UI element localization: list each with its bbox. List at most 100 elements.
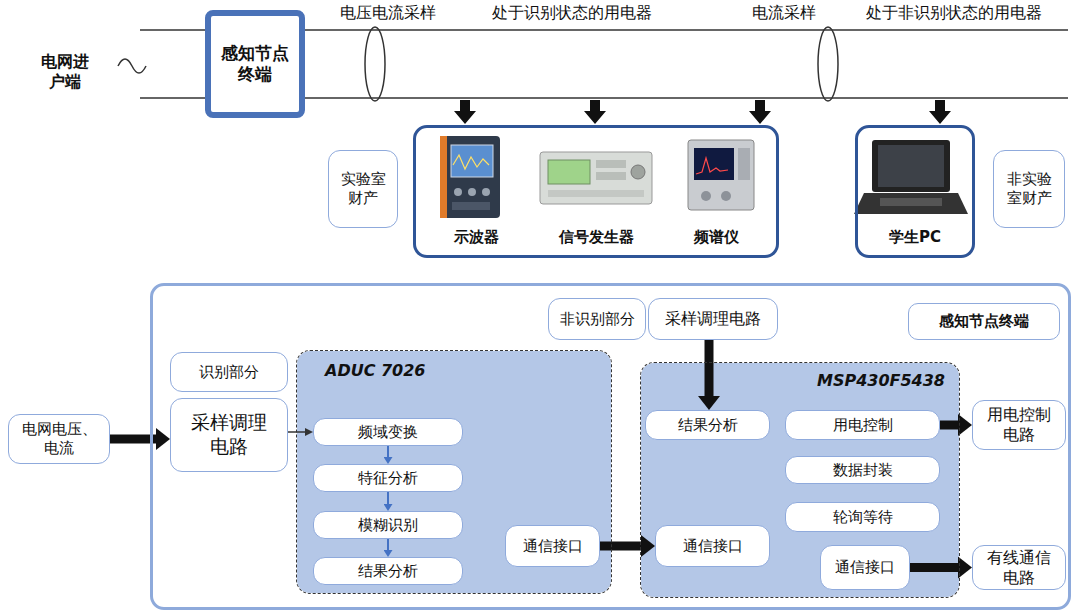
device-body xyxy=(440,136,500,218)
knob xyxy=(468,188,476,196)
process-box: 结果分析 xyxy=(313,557,463,585)
sensor-ring xyxy=(365,27,385,101)
block-heading: ADUC 7026 xyxy=(325,361,611,381)
knob xyxy=(482,188,490,196)
device-screen xyxy=(451,145,493,177)
pc-group: 学生PC xyxy=(855,125,975,258)
drop-arrow xyxy=(929,100,951,124)
label-holder: 电压电流采样 xyxy=(340,3,436,23)
laptop-screen xyxy=(878,145,944,187)
block-heading: 感知节点终端 xyxy=(908,303,1060,340)
spectrum-analyzer-icon xyxy=(688,140,754,210)
circuit-box: 用电控制电路 xyxy=(972,400,1066,450)
keypad xyxy=(548,190,644,197)
node-text: 用电控制电路 xyxy=(985,405,1054,445)
ownership-tag: 非实验室财产 xyxy=(993,150,1065,228)
node-text: 识别部分 xyxy=(199,363,259,382)
node-text: 结果分析 xyxy=(358,562,418,581)
device-body xyxy=(540,152,652,204)
circuit-box: 有线通信电路 xyxy=(972,545,1066,590)
drop-arrow xyxy=(584,100,606,124)
knob xyxy=(721,191,731,201)
node-text: 特征分析 xyxy=(358,469,418,488)
annotation-label: 处于识别状态的用电器 xyxy=(492,3,652,23)
label-holder: 处于识别状态的用电器 xyxy=(492,3,652,23)
interface-box: 通信接口 xyxy=(820,545,910,590)
node-text: 感知节点终端 xyxy=(218,43,291,86)
node-text: 通信接口 xyxy=(835,558,895,577)
step-arrow xyxy=(387,539,389,550)
process-box: 模糊识别 xyxy=(313,511,463,539)
knob xyxy=(454,188,462,196)
trace xyxy=(453,155,489,169)
block-fill xyxy=(297,351,611,593)
node-text: 学生PC xyxy=(889,228,941,247)
process-box: 结果分析 xyxy=(645,410,770,440)
flow-arrow xyxy=(910,563,958,572)
interface-box: 通信接口 xyxy=(655,525,770,567)
node-text: 模糊识别 xyxy=(358,516,418,535)
node-text: 通信接口 xyxy=(683,537,743,556)
laptop-lid xyxy=(872,140,950,192)
node-text: 数据封装 xyxy=(833,461,893,480)
node-text: 电网电压、电流 xyxy=(19,420,99,458)
label-holder: 电流采样 xyxy=(752,3,816,23)
node-text: 通信接口 xyxy=(523,537,583,556)
knob xyxy=(631,165,645,179)
node-text: 采样调理电路 xyxy=(188,411,270,459)
node-text: 频域变换 xyxy=(358,423,418,442)
mcu-block: 频域变换特征分析模糊识别结果分析 通信接口 ADUC 7026 xyxy=(296,350,612,594)
trace xyxy=(696,158,728,174)
equipment-group: 示波器信号发生器频谱仪 xyxy=(413,125,779,258)
interface-box: 通信接口 xyxy=(505,525,600,567)
laptop-base xyxy=(854,193,968,214)
annotation-label: 电网进户端 xyxy=(38,52,92,92)
step-arrow xyxy=(387,492,389,504)
node-text: 示波器 xyxy=(416,228,536,247)
sensor-ring xyxy=(818,27,838,101)
circuit-box: 采样调理电路 xyxy=(648,298,778,340)
annotation-label: 电流采样 xyxy=(752,3,816,23)
node-text: 轮询等待 xyxy=(833,508,893,527)
block-heading: MSP430F5438 xyxy=(641,371,945,391)
mcu-block: 结果分析用电控制数据封装轮询等待通信接口通信接口MSP430F5438 xyxy=(640,362,960,598)
node-text: 频谱仪 xyxy=(656,228,776,247)
drop-arrow xyxy=(454,100,476,124)
part-tag: 非识别部分 xyxy=(548,298,646,340)
device-body xyxy=(688,140,754,210)
annotation-label: 电压电流采样 xyxy=(340,3,436,23)
device-trim xyxy=(440,136,447,218)
label-holder: 处于非识别状态的用电器 xyxy=(866,3,1042,23)
process-box: 用电控制 xyxy=(785,410,940,440)
node-text: 非识别部分 xyxy=(560,310,635,329)
process-box: 数据封装 xyxy=(785,456,940,484)
process-box: 特征分析 xyxy=(313,464,463,492)
keypad xyxy=(596,160,626,168)
circuit-box: 采样调理电路 xyxy=(170,398,288,472)
node-text: 有线通信电路 xyxy=(985,548,1054,588)
part-tag: 识别部分 xyxy=(170,352,288,392)
step-arrow xyxy=(387,446,389,457)
node-text: 结果分析 xyxy=(678,416,738,435)
node-text: 信号发生器 xyxy=(536,228,656,247)
flow-arrow xyxy=(940,421,958,430)
node-text: 非实验室财产 xyxy=(1004,170,1054,208)
process-box: 频域变换 xyxy=(313,418,463,446)
annotation-label: 处于非识别状态的用电器 xyxy=(866,3,1042,23)
input-box: 电网电压、电流 xyxy=(8,414,110,464)
node-text: 采样调理电路 xyxy=(665,309,761,329)
drop-arrow xyxy=(749,100,771,124)
node-text: 实验室财产 xyxy=(338,170,388,208)
keyboard xyxy=(880,198,942,206)
device-screen xyxy=(548,160,590,184)
terminal-panel: 识别部分采样调理电路频域变换特征分析模糊识别结果分析通信接口ADUC 7026非… xyxy=(150,283,1071,610)
flow-arrow xyxy=(600,542,641,551)
terminal-box: 感知节点终端 xyxy=(205,10,305,118)
block-fill xyxy=(641,363,959,597)
node-text: 用电控制 xyxy=(833,416,893,435)
process-box: 轮询等待 xyxy=(785,502,940,532)
oscilloscope-icon xyxy=(440,136,500,218)
device-screen xyxy=(694,148,734,180)
knob xyxy=(701,191,711,201)
